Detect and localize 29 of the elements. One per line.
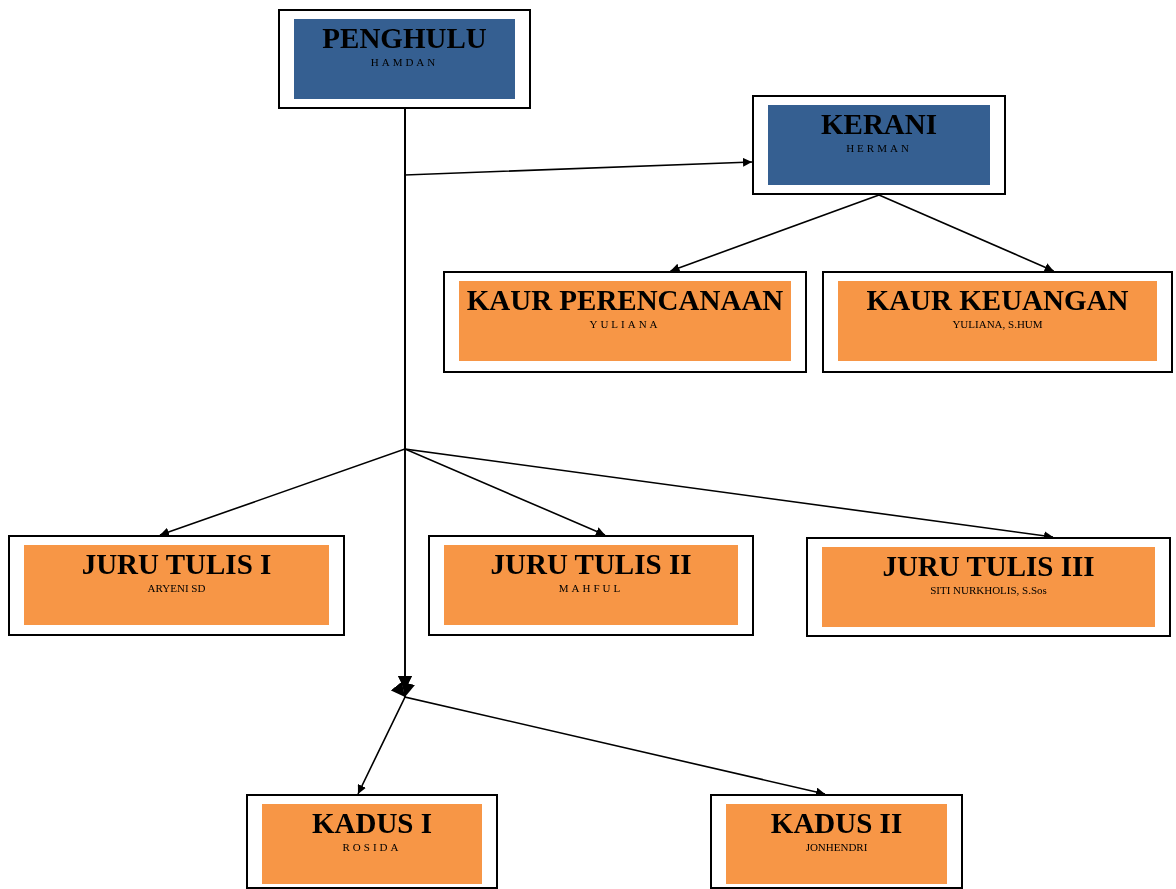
person-name: ROSIDA	[342, 840, 402, 854]
person-name: YULIANA, S.HUM	[952, 317, 1043, 331]
person-name: MAHFUL	[558, 581, 624, 595]
position-box	[806, 537, 1171, 637]
position-title: KAUR PERENCANAAN	[466, 285, 784, 315]
person-name: HERMAN	[846, 141, 912, 155]
position-title: JURU TULIS III	[882, 551, 1095, 581]
position-title: KADUS II	[770, 808, 903, 838]
position-box	[8, 535, 345, 636]
position-title: KERANI	[821, 109, 937, 139]
position-box	[278, 9, 531, 109]
person-name: JONHENDRI	[805, 840, 868, 854]
arrow	[878, 194, 1055, 272]
position-box	[822, 271, 1173, 373]
arrow	[669, 194, 880, 273]
person-name: YULIANA	[589, 317, 661, 331]
position-title: JURU TULIS II	[490, 549, 692, 579]
person-name: SITI NURKHOLIS, S.Sos	[930, 583, 1047, 597]
position-box	[752, 95, 1006, 195]
position-title: KADUS I	[311, 808, 433, 838]
position-title: KAUR KEUANGAN	[866, 285, 1129, 315]
position-box	[428, 535, 754, 636]
person-name: ARYENI SD	[147, 581, 206, 595]
position-title: JURU TULIS I	[81, 549, 272, 579]
position-box	[443, 271, 807, 373]
position-box	[710, 794, 963, 889]
person-name: HAMDAN	[370, 55, 439, 69]
position-title: PENGHULU	[322, 23, 487, 53]
position-box	[246, 794, 498, 889]
